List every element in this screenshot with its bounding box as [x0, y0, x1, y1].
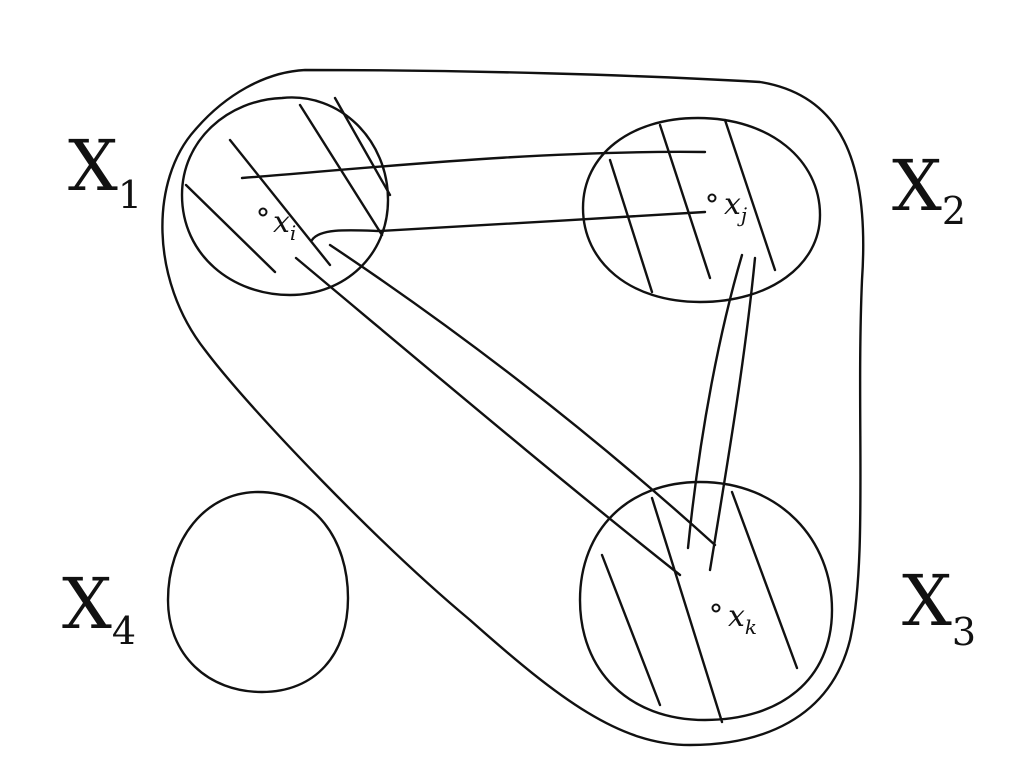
point-xk-marker: [711, 603, 721, 613]
point-xi-marker: [258, 207, 268, 217]
point-xk-label: xk: [728, 599, 757, 639]
x3-hatch-2: [650, 496, 724, 724]
set-x2: [581, 116, 822, 304]
x2-hatch-1: [608, 158, 654, 294]
set-x3-circle: [578, 480, 834, 722]
strip-x1-x3-lower: [294, 256, 682, 577]
x1-hatch-1: [228, 138, 332, 267]
set-x4-circle: [166, 490, 350, 694]
set-x1-label: X1: [68, 125, 142, 217]
x1-hatch-3: [333, 96, 392, 197]
set-x1-circle: [180, 96, 390, 297]
point-xj-marker: [707, 193, 717, 203]
x2-hatch-3: [723, 118, 777, 272]
set-x4-label: X4: [62, 563, 136, 653]
strip-x1-x3-upper: [328, 243, 717, 547]
enclosing-loop: [161, 68, 865, 747]
strip-x1-x2-lower: [310, 210, 707, 242]
strip-x2-x3-right: [708, 256, 757, 572]
x1-hatch-4: [184, 183, 277, 274]
strip-x1-x2-upper: [240, 150, 707, 180]
x3-hatch-3: [730, 490, 799, 670]
set-x2-label: X2: [892, 145, 966, 233]
point-xi-label: xi: [273, 205, 296, 245]
set-x3-label: X3: [902, 560, 976, 654]
x3-hatch-1: [600, 553, 662, 707]
set-x3: [578, 480, 834, 724]
set-x2-circle: [581, 116, 822, 304]
point-xj-label: xj: [724, 187, 747, 227]
x2-hatch-2: [658, 123, 712, 280]
strip-x2-x3-left: [686, 253, 744, 550]
